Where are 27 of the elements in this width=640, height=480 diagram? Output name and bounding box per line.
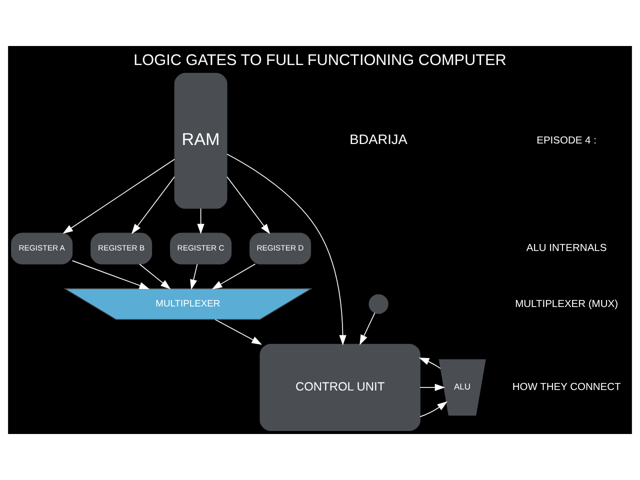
arrow [418, 358, 441, 369]
arrow [190, 264, 198, 290]
node-box: REGISTER D [250, 232, 312, 264]
arrow [62, 158, 175, 234]
node-box: REGISTER B [90, 232, 152, 264]
arrow [139, 264, 171, 290]
node-box: CONTROL UNIT [260, 344, 420, 431]
arrow [420, 401, 448, 418]
diagram-title: LOGIC GATES TO FULL FUNCTIONING COMPUTER [134, 52, 506, 70]
node-box: REGISTER C [170, 232, 232, 264]
node-circle [368, 294, 388, 314]
arrow [131, 176, 175, 234]
node-box: REGISTER A [11, 232, 73, 264]
label: ALU INTERNALS [526, 243, 607, 254]
arrow [420, 384, 446, 392]
arrow [197, 208, 204, 234]
arrow [226, 154, 346, 346]
arrow [360, 312, 376, 346]
label: MULTIPLEXER (MUX) [515, 298, 618, 310]
label: EPISODE 4 : [536, 136, 596, 147]
label: HOW THEY CONNECT [512, 382, 621, 394]
node-box: RAM [174, 72, 228, 209]
arrow [212, 264, 256, 290]
label: BDARIJA [350, 132, 408, 148]
arrow [214, 319, 262, 345]
arrow [72, 260, 150, 290]
arrow [226, 176, 270, 234]
